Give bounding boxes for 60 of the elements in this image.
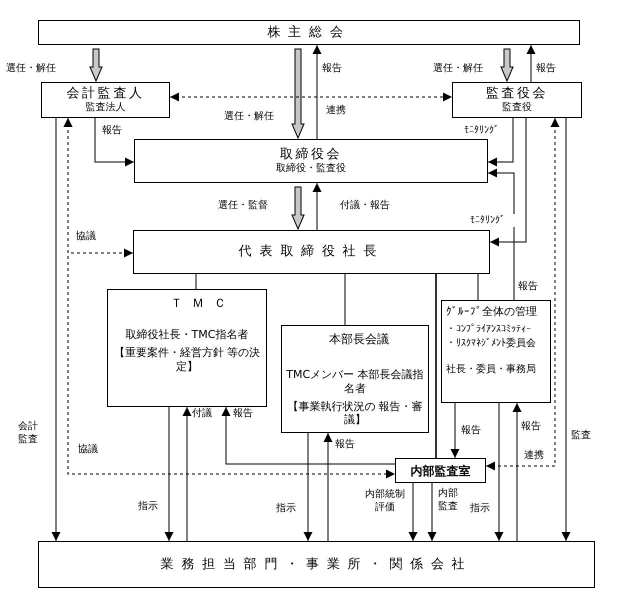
- node-text: 【重要案件・経営方針 等の決定】: [112, 346, 262, 374]
- node-title: 会計監査人: [66, 86, 144, 102]
- arrow: [52, 118, 60, 542]
- arrow: [494, 402, 504, 542]
- hollow-arrow: [291, 48, 305, 140]
- arrow: [488, 118, 514, 166]
- org-box: [395, 458, 486, 483]
- node-text: ・ｺﾝﾌﾟﾗｲｱﾝｽｺﾐｯﾃｨｰ: [446, 322, 531, 336]
- arrow: [562, 118, 570, 542]
- node-title: ｸﾞﾙｰﾌﾟ全体の管理: [446, 305, 537, 319]
- arrow: [428, 482, 436, 542]
- org-box: [38, 20, 580, 45]
- node-title: 株主総会: [267, 24, 351, 42]
- org-box: [38, 541, 595, 588]
- connector-line: [435, 274, 437, 458]
- arrow: [170, 92, 452, 102]
- arrow: [222, 406, 396, 464]
- node-text: 社長・委員・事務局: [446, 362, 536, 378]
- node-title: 取締役会: [280, 146, 342, 162]
- node-title: 本部長会議: [328, 331, 389, 348]
- arrow: [490, 118, 526, 246]
- hollow-arrow: [89, 48, 103, 82]
- org-box: [41, 82, 170, 118]
- arrow: [304, 432, 312, 542]
- org-box: [133, 230, 490, 274]
- node-subtitle: 監査役: [502, 102, 532, 114]
- arrow: [64, 118, 396, 478]
- node-text: 取締役社長・TMC指名者: [126, 328, 248, 342]
- arrow: [512, 402, 522, 542]
- arrow: [312, 44, 322, 140]
- hollow-arrow: [291, 186, 305, 230]
- node-text: TMCメンバー 本部長会議指名者: [285, 368, 425, 396]
- node-title: 業務担当部門・事業所・関係会社: [160, 556, 472, 574]
- node-title: 監査役会: [486, 86, 548, 102]
- node-subtitle: 取締役・監査役: [276, 162, 346, 176]
- arrow: [94, 118, 134, 166]
- arrow: [182, 406, 192, 542]
- org-box: [281, 325, 429, 433]
- edge-label: ﾓﾆﾀﾘﾝｸﾞ: [470, 214, 516, 227]
- arrow: [488, 168, 514, 300]
- connector-line: [344, 274, 346, 326]
- arrow: [526, 44, 536, 82]
- arrow: [450, 402, 460, 458]
- node-title: 代表取締役社長: [238, 243, 384, 262]
- org-box: [441, 300, 551, 403]
- org-box: [134, 139, 488, 183]
- arrow: [408, 482, 418, 542]
- node-text: 【事業執行状況の 報告・審議】: [286, 400, 424, 427]
- org-box: [452, 82, 582, 118]
- arrow: [324, 432, 332, 542]
- node-title: ＴＭＣ: [170, 295, 236, 312]
- arrow: [312, 182, 322, 230]
- hollow-arrow: [500, 48, 514, 82]
- node-title: 内部監査室: [410, 462, 470, 480]
- edge-label: 内部統制評価: [364, 488, 406, 514]
- node-subtitle: 監査法人: [86, 102, 126, 114]
- arrow: [486, 118, 560, 470]
- org-box: [107, 289, 267, 407]
- arrow: [164, 406, 174, 542]
- node-text: ・ﾘｽｸﾏﾈｼﾞﾒﾝﾄ委員会: [446, 336, 536, 350]
